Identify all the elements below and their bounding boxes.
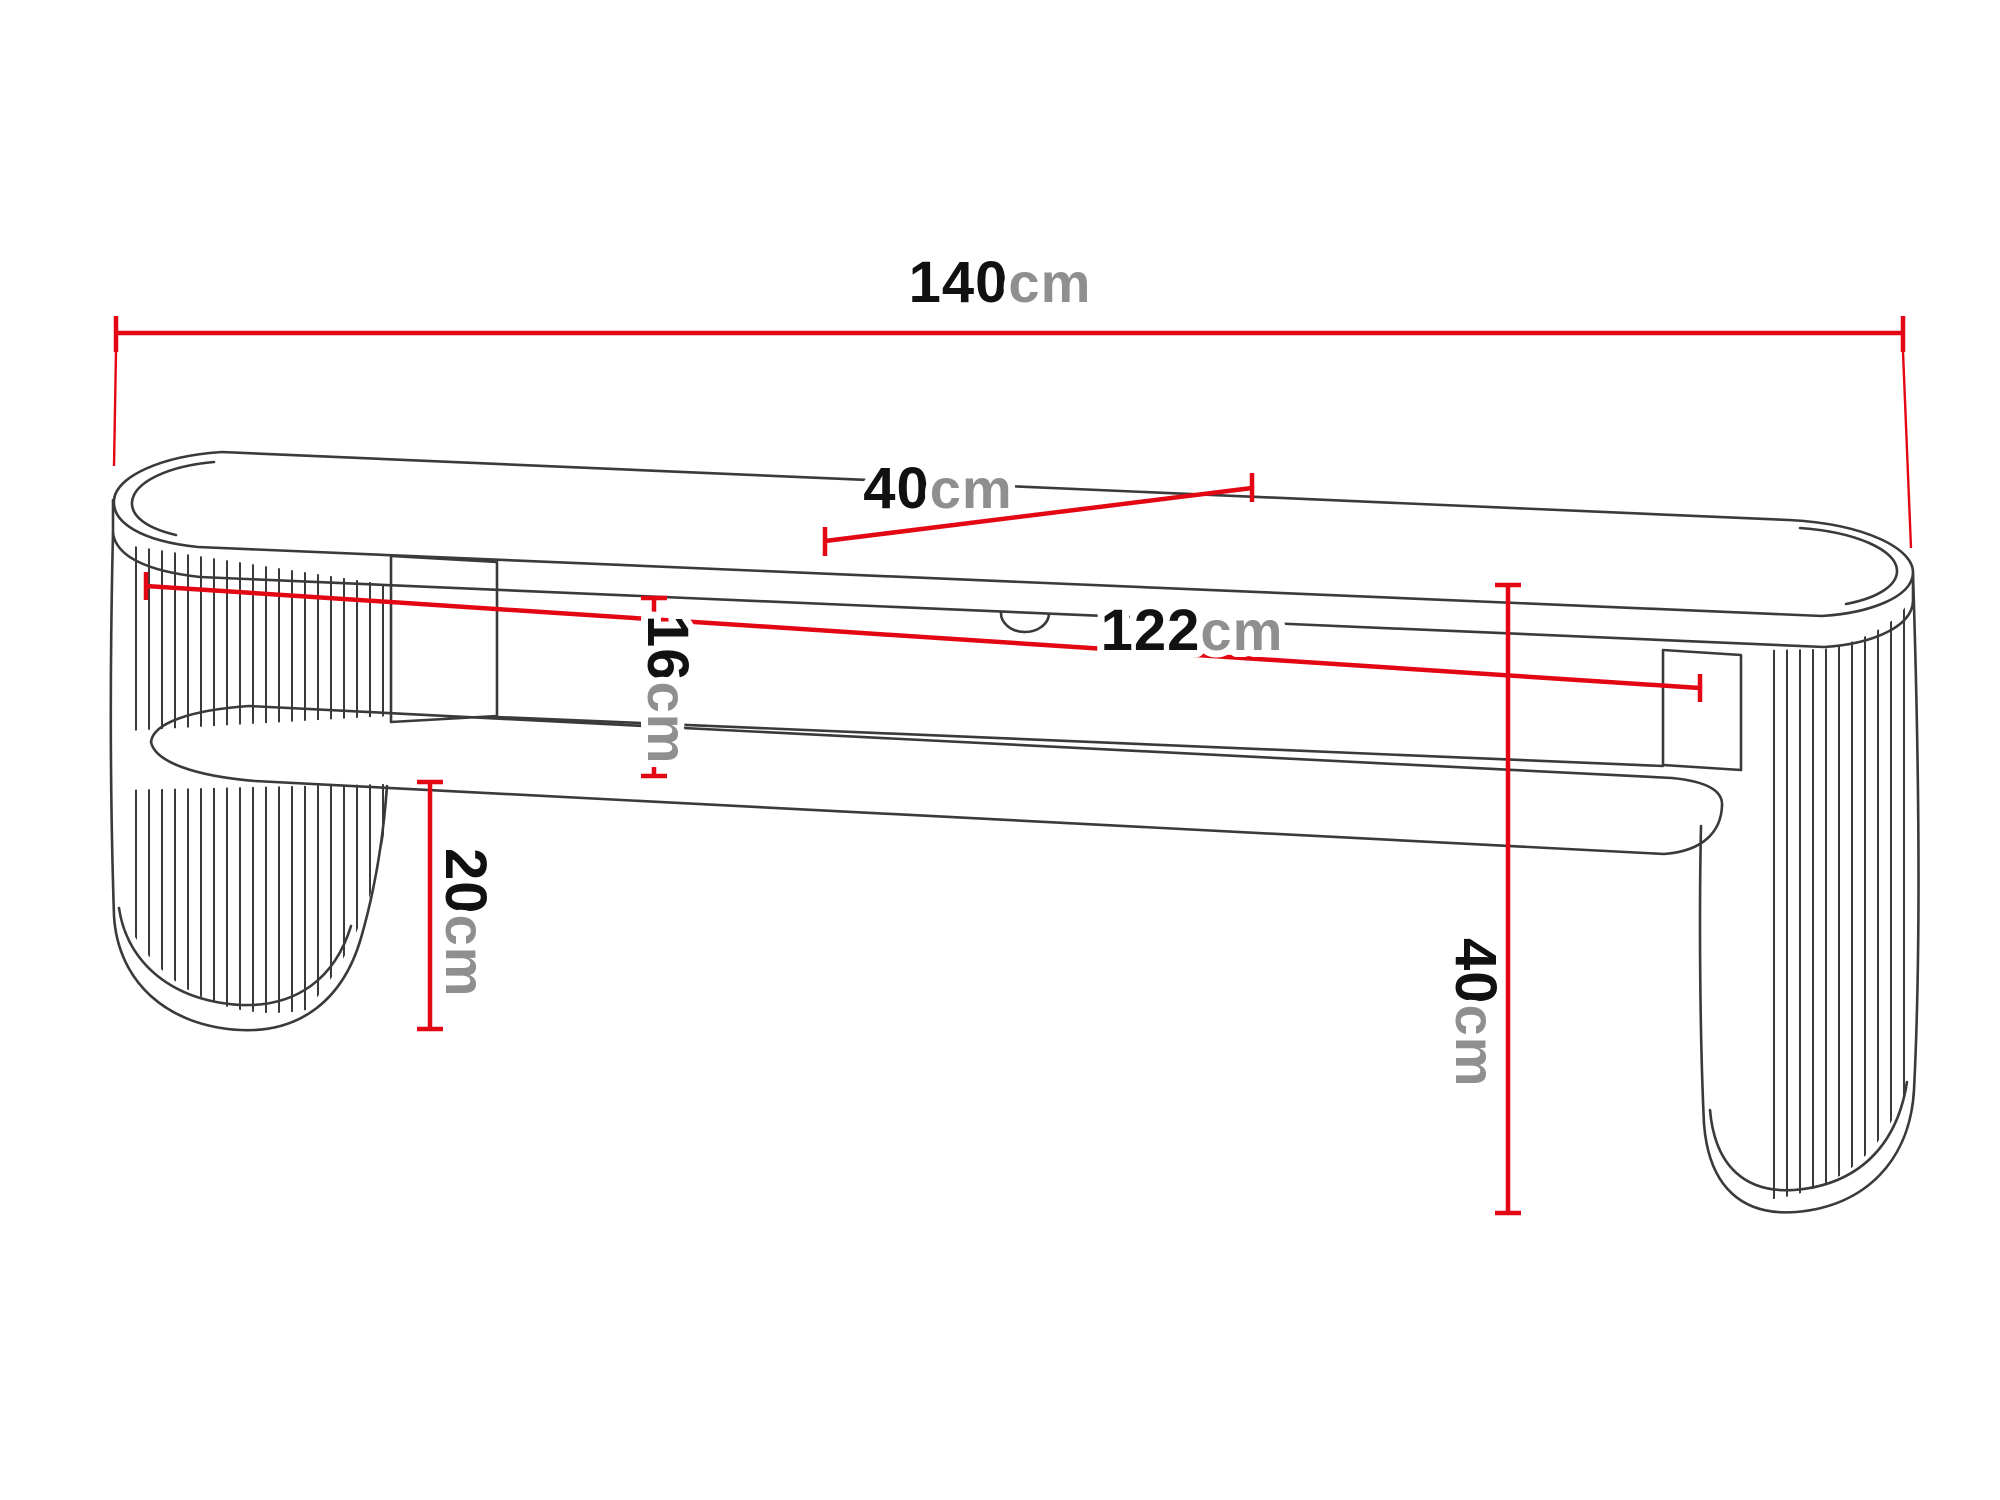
dim-top-depth-value: 40 [863,456,930,521]
right-back-opening [1661,648,1743,772]
left-leg-flutes-lower [124,784,389,1013]
top-panel-thickness [111,498,1915,649]
dim-top-depth-label: 40cm [863,456,1012,521]
dim-total-height-label: 40cm [1443,938,1508,1087]
right-leg-base-rim [1708,1080,1909,1192]
top-panel-left-rim [130,460,216,537]
left-leg-base-rim [117,906,353,1007]
dim-inner-width-label: 122cm [1101,598,1284,663]
tv-stand-outline [109,450,1920,1214]
shelf-bottom-edge [149,740,1724,856]
right-leg-flutes [1763,606,1909,1200]
dim-compartment-height-unit: cm [636,682,699,765]
dim-total-width-label: 140cm [909,250,1092,315]
dim-top-depth-line [822,473,1255,556]
top-panel-face [112,450,1915,618]
dim-top-depth-unit: cm [930,457,1013,520]
left-leg-flutes-upper [126,545,389,731]
dim-total-height-unit: cm [1444,1005,1507,1088]
dim-total-width-line [112,316,1913,549]
left-back-opening [389,554,499,724]
dim-total-height-value: 40 [1443,938,1508,1005]
cable-hole [999,610,1051,634]
dimension-labels: 140cm 40cm 122cm 16cm 20cm 40cm [426,243,1515,1094]
left-leg-outline [109,531,389,1032]
dim-compartment-height-line [641,595,667,779]
dim-total-width-value: 140 [909,250,1009,315]
dim-total-width-unit: cm [1008,251,1091,314]
shelf-top-edge [149,704,1724,808]
dim-compartment-height-label: 16cm [635,615,700,764]
dim-inner-width-line [143,572,1703,702]
dimension-lines [112,316,1913,1216]
dim-base-clearance-value: 20 [433,848,498,915]
dim-total-height-line [1495,582,1521,1216]
dim-inner-width-unit: cm [1200,599,1283,662]
dim-base-clearance-label: 20cm [433,848,498,997]
right-leg-outline [1698,572,1920,1214]
dim-inner-width-value: 122 [1101,598,1201,663]
dim-base-clearance-line [417,779,443,1032]
dim-compartment-height-value: 16 [635,615,700,682]
top-panel-right-rim [1798,526,1899,606]
dim-base-clearance-unit: cm [434,915,497,998]
back-panel-bottom-edge [495,715,1665,768]
leg-flutes [124,545,1909,1200]
